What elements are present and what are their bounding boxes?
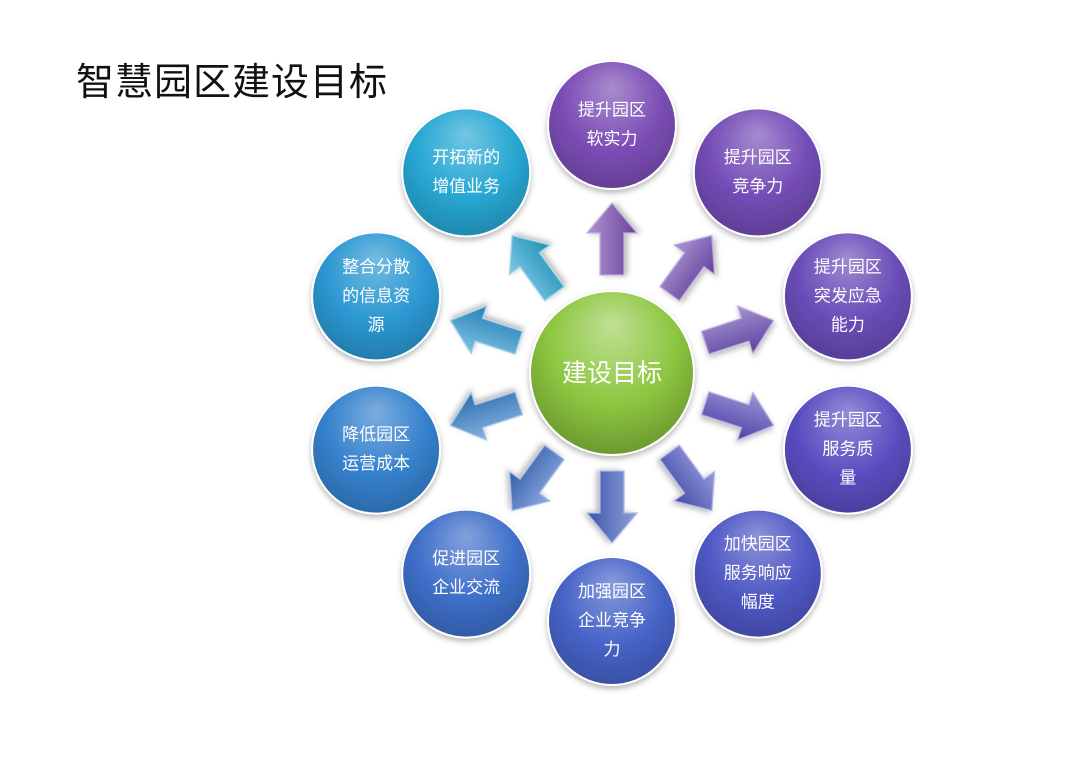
- goal-label: 量: [839, 469, 856, 489]
- center-circle: [529, 290, 695, 456]
- goal-label: 提升园区: [814, 257, 882, 277]
- goal-label: 幅度: [741, 593, 775, 613]
- goal-label: 开拓新的: [432, 148, 500, 168]
- goal-label: 加强园区: [578, 582, 646, 602]
- goal-label: 源: [368, 315, 385, 335]
- goal-circle: [311, 231, 442, 362]
- arrow: [449, 304, 524, 355]
- goal-circle: [547, 60, 677, 190]
- goal-label: 提升园区: [814, 411, 882, 431]
- goal-label: 的信息资: [342, 286, 410, 306]
- arrow: [659, 234, 716, 302]
- arrow: [585, 470, 639, 544]
- goal-label: 提升园区: [578, 101, 646, 121]
- goal-circle: [401, 107, 532, 238]
- arrow: [700, 391, 775, 442]
- goal-circle: [311, 384, 442, 515]
- goal-circle: [782, 231, 913, 362]
- goal-label: 企业交流: [432, 578, 500, 598]
- goal-label: 企业竞争: [578, 611, 646, 631]
- arrows-layer: [449, 202, 775, 544]
- center-label: 建设目标: [562, 359, 662, 388]
- goal-label: 能力: [831, 315, 865, 335]
- center-node: 建设目标: [529, 290, 695, 456]
- arrow: [585, 202, 639, 276]
- goal-label: 服务质: [822, 440, 873, 460]
- arrow: [700, 304, 775, 355]
- goal-circle: [692, 107, 823, 238]
- goal-label: 运营成本: [342, 454, 410, 474]
- arrow: [659, 444, 716, 512]
- goal-label: 促进园区: [432, 549, 500, 569]
- goal-label: 加快园区: [724, 535, 792, 555]
- arrow: [508, 444, 565, 512]
- goal-label: 力: [604, 640, 621, 660]
- page-title: 智慧园区建设目标: [76, 60, 389, 104]
- arrow: [508, 234, 565, 302]
- nodes-layer: 提升园区软实力提升园区竞争力提升园区突发应急能力提升园区服务质量加快园区服务响应…: [311, 60, 913, 686]
- goal-label: 软实力: [587, 130, 638, 150]
- goal-label: 提升园区: [724, 148, 792, 168]
- goal-label: 增值业务: [432, 177, 500, 197]
- goal-circle: [692, 508, 823, 639]
- goal-label: 服务响应: [724, 564, 792, 584]
- goal-label: 竞争力: [732, 177, 783, 197]
- goal-label: 降低园区: [342, 425, 410, 445]
- goal-circle: [547, 556, 677, 686]
- goal-circle: [401, 508, 532, 639]
- goal-label: 整合分散: [342, 257, 410, 277]
- arrow: [449, 391, 524, 442]
- goal-label: 突发应急: [814, 286, 882, 306]
- goal-circle: [782, 384, 913, 515]
